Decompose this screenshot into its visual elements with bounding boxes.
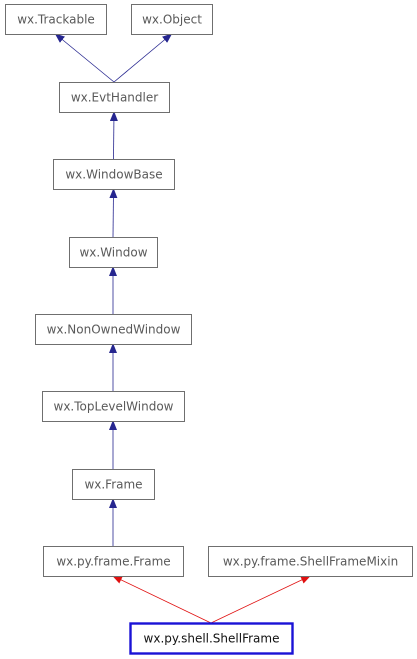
- edge-shellframe-to-shellframemixin: [210, 575, 311, 624]
- class-node-label: wx.Frame: [84, 478, 142, 492]
- class-node-frame[interactable]: wx.Frame: [72, 469, 155, 500]
- class-node-box: [53, 159, 175, 190]
- class-node-box: [208, 546, 413, 577]
- edges-layer: [54, 33, 311, 624]
- class-node-box: [72, 469, 155, 500]
- class-node-box: [69, 237, 158, 268]
- class-node-box: [42, 391, 185, 422]
- class-node-shellframe[interactable]: wx.py.shell.ShellFrame: [129, 622, 294, 655]
- class-node-windowbase[interactable]: wx.WindowBase: [53, 159, 175, 190]
- class-node-label: wx.py.frame.Frame: [56, 555, 170, 569]
- edge-windowbase-to-evthandler: [109, 111, 118, 160]
- class-node-trackable[interactable]: wx.Trackable: [5, 4, 107, 35]
- class-node-box: [35, 314, 192, 345]
- class-node-box: [131, 4, 213, 35]
- class-node-label: wx.Trackable: [17, 13, 95, 27]
- edge-evthandler-to-trackable: [54, 33, 115, 83]
- class-node-pyframe[interactable]: wx.py.frame.Frame: [43, 546, 184, 577]
- class-node-box: [5, 4, 107, 35]
- class-node-label: wx.EvtHandler: [71, 91, 158, 105]
- edge-evthandler-to-object: [113, 33, 173, 83]
- class-node-evthandler[interactable]: wx.EvtHandler: [59, 82, 170, 113]
- class-node-nonownedwindow[interactable]: wx.NonOwnedWindow: [35, 314, 192, 345]
- class-node-label: wx.NonOwnedWindow: [47, 323, 181, 337]
- class-node-window[interactable]: wx.Window: [69, 237, 158, 268]
- class-node-label: wx.Object: [142, 13, 202, 27]
- class-node-label: wx.py.shell.ShellFrame: [144, 632, 280, 646]
- edge-window-to-windowbase: [109, 188, 118, 238]
- class-node-box: [43, 546, 184, 577]
- class-node-label: wx.py.frame.ShellFrameMixin: [223, 555, 398, 569]
- edge-shellframe-to-pyframe: [112, 575, 212, 624]
- class-node-box: [129, 622, 294, 655]
- nodes-layer: wx.Trackable wx.Object wx.EvtHandler wx.Win…: [5, 4, 413, 655]
- class-node-label: wx.Window: [79, 246, 147, 260]
- class-node-toplevelwindow[interactable]: wx.TopLevelWindow: [42, 391, 185, 422]
- class-node-label: wx.WindowBase: [65, 168, 162, 182]
- class-node-box: [59, 82, 170, 113]
- class-node-object[interactable]: wx.Object: [131, 4, 213, 35]
- class-node-shellframemixin[interactable]: wx.py.frame.ShellFrameMixin: [208, 546, 413, 577]
- class-node-label: wx.TopLevelWindow: [54, 400, 174, 414]
